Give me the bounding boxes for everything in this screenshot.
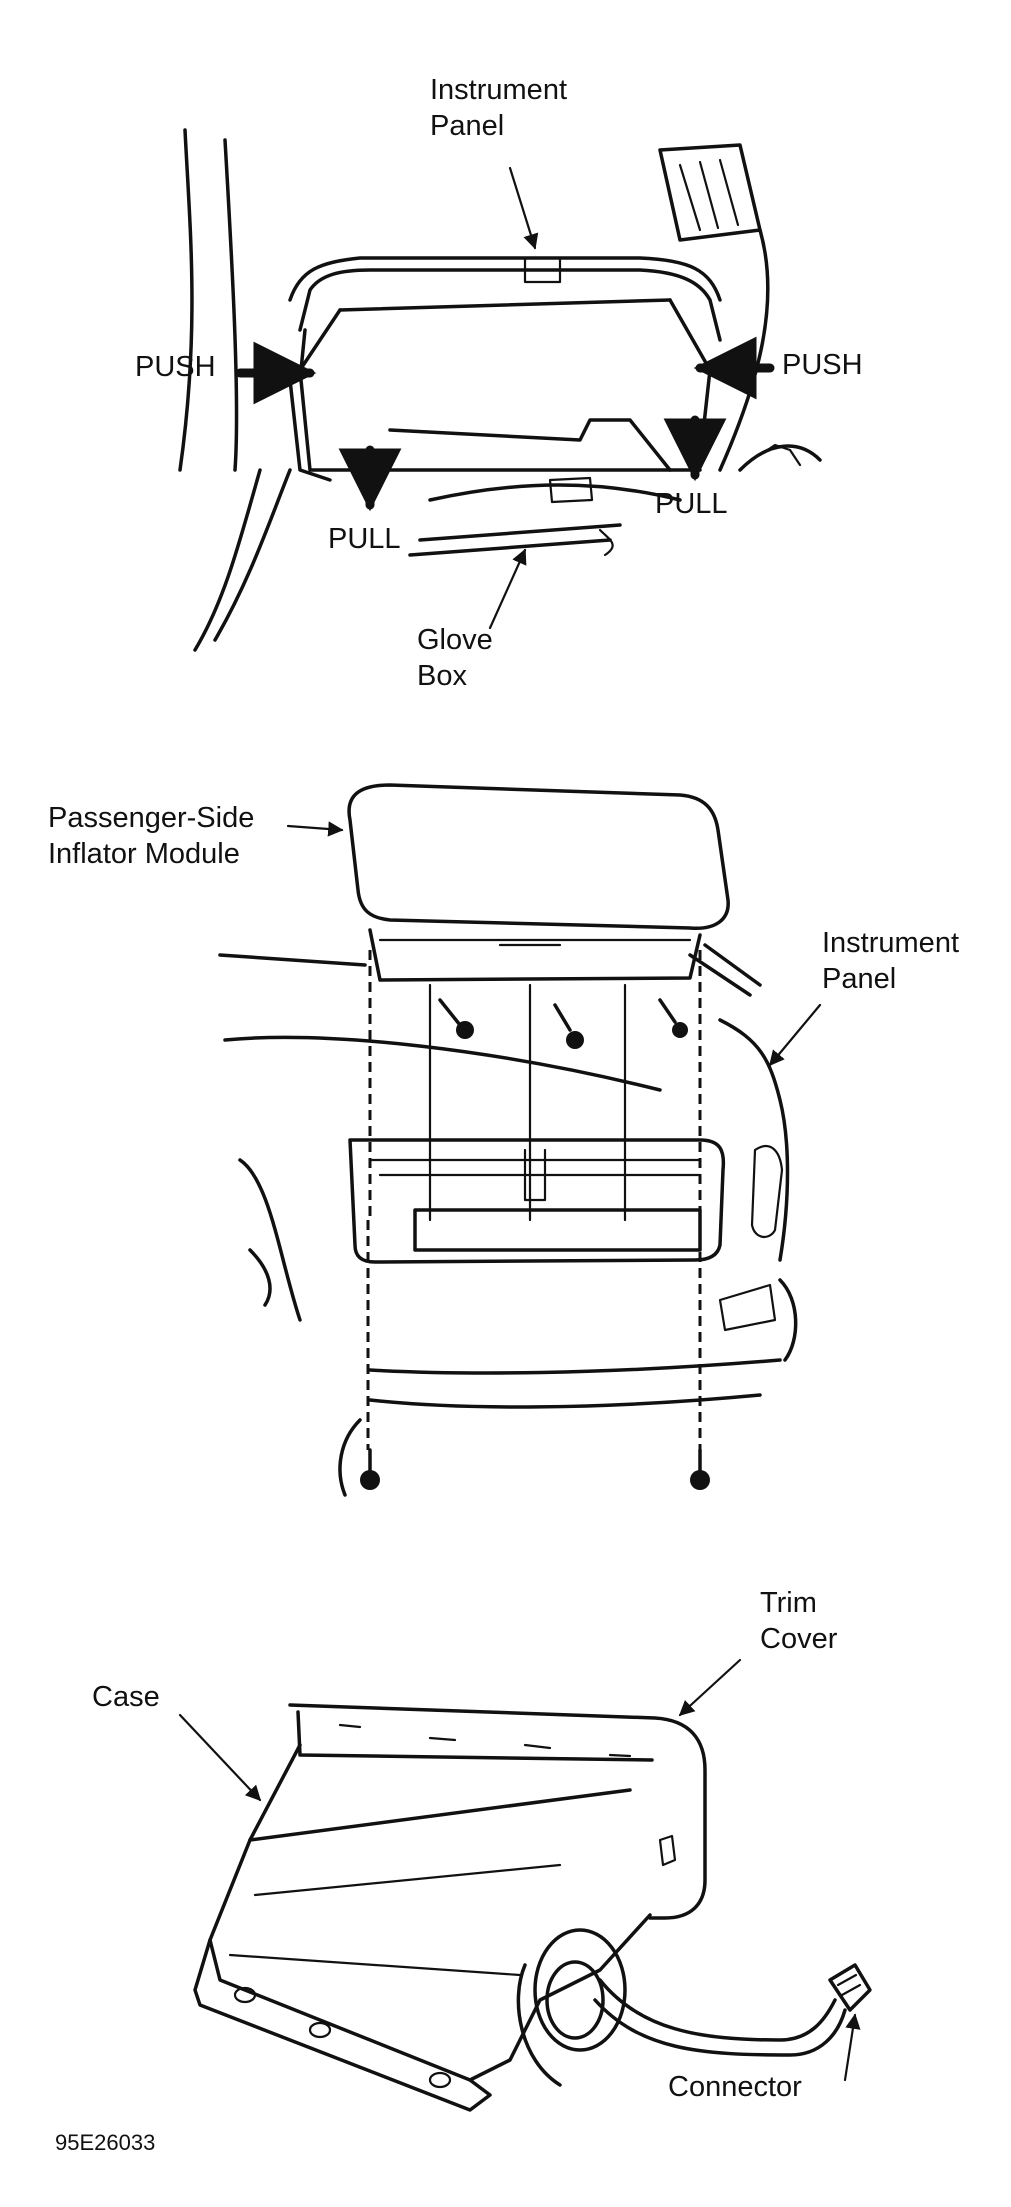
- connector-label: Connector: [668, 2071, 802, 2103]
- instrument-panel-label-top-line2: Panel: [430, 110, 505, 142]
- inflator-module-label-line1: Passenger-Side: [48, 802, 255, 834]
- trim-cover-label-line1: Trim: [760, 1587, 817, 1619]
- instrument-panel-label-mid-line1: Instrument: [822, 927, 959, 959]
- instrument-panel-label-top-line1: Instrument: [430, 74, 567, 106]
- instrument-panel-label-top: Instrument Panel: [430, 72, 567, 144]
- inflator-module-label: Passenger-Side Inflator Module: [48, 800, 254, 872]
- instrument-panel-label-mid: Instrument Panel: [822, 925, 959, 997]
- glove-box-label-line1: Glove: [417, 624, 493, 656]
- case-label: Case: [92, 1681, 160, 1713]
- trim-cover-label-line2: Cover: [760, 1623, 838, 1655]
- pull-label-right: PULL: [655, 488, 728, 520]
- figure-case-trim-cover: [178, 1658, 872, 2112]
- figure-code: 95E26033: [55, 2130, 156, 2155]
- glove-box-label-line2: Box: [417, 660, 467, 692]
- glove-box-label: Glove Box: [417, 622, 493, 694]
- inflator-module-label-line2: Inflator Module: [48, 838, 240, 870]
- push-label-left: PUSH: [135, 351, 216, 383]
- push-label-right: PUSH: [782, 349, 863, 381]
- instrument-panel-label-mid-line2: Panel: [822, 963, 897, 995]
- figure-inflator-module: [218, 783, 822, 1497]
- trim-cover-label: Trim Cover: [760, 1585, 837, 1657]
- figure-glove-box-removal: [178, 128, 822, 652]
- pull-label-left: PULL: [328, 523, 401, 555]
